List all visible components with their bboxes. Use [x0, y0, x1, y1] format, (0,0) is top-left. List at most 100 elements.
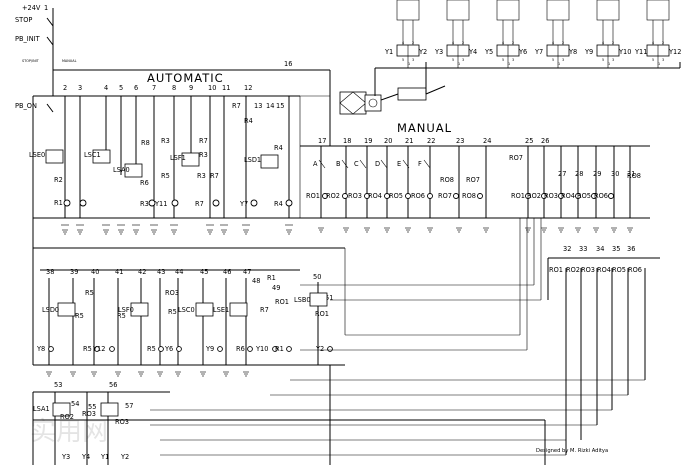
stop-button-label: STOP	[15, 16, 32, 24]
rung-label-26: 26	[541, 137, 549, 145]
rung-label-6: 6	[134, 84, 138, 92]
valve-port-2: 2	[462, 41, 464, 45]
rung-label-5: 5	[119, 84, 123, 92]
bottom-coil-9-y2: Y2	[315, 345, 324, 353]
valve-port-5: 5	[552, 58, 554, 62]
rung-label-29: 29	[593, 170, 601, 178]
main-valve	[397, 87, 427, 101]
coil-r3-label: R3	[140, 200, 149, 208]
valve-port-2: 2	[562, 41, 564, 45]
bottom-coil-0-y8: Y8	[36, 345, 45, 353]
rung-label-42: 42	[138, 268, 146, 276]
sensor-lsd0-label: LSD0	[42, 306, 59, 314]
rung-label-4: 4	[104, 84, 108, 92]
coil-r7-label: R7	[195, 200, 204, 208]
contact-r1-b: R1	[267, 274, 276, 282]
rung-label-22: 22	[427, 137, 435, 145]
rung-label-2: 2	[63, 84, 67, 92]
bottom-coil-5-y9: Y9	[205, 345, 214, 353]
manual-button-f: F	[418, 160, 422, 168]
coil-y2-label: Y2	[120, 453, 129, 461]
coil-y4-label: Y4	[81, 453, 90, 461]
contact-r7-b: R7	[210, 172, 219, 180]
contact-r6-a: R6	[140, 179, 149, 187]
valve-port-3: 3	[512, 58, 514, 62]
valve-port-4: 4	[502, 41, 504, 45]
sensor-lse0-label: LSE0	[29, 151, 45, 159]
valve-port-2: 2	[512, 41, 514, 45]
supply-node-16: 16	[284, 60, 292, 68]
contact-r3-a: R3	[161, 137, 170, 145]
contact-ro2-low: RO2	[60, 413, 74, 421]
rung-label-9: 9	[189, 84, 193, 92]
valve-port-3: 3	[412, 58, 414, 62]
rung-label-41: 41	[115, 268, 123, 276]
sensor-lsc0	[195, 302, 214, 317]
coil-r1-label: R1	[54, 199, 63, 207]
valve-port-4: 4	[602, 41, 604, 45]
rung-label-7: 7	[152, 84, 156, 92]
right-contact-ro2: RO2	[566, 266, 580, 274]
manual-contact-ro3: RO3	[544, 192, 558, 200]
valve-coil-y2: Y2	[418, 48, 427, 56]
valve-port-3: 3	[662, 58, 664, 62]
valve-coil-y4: Y4	[468, 48, 477, 56]
pb-on-label: PB_ON	[15, 102, 37, 110]
manual-coil-ro1: RO1	[306, 192, 320, 200]
right-contact-ro6: RO6	[628, 266, 642, 274]
manual-coil-ro4: RO4	[368, 192, 382, 200]
bottom-coil-3-r5: R5	[147, 345, 156, 353]
pressure-regulator	[364, 94, 382, 112]
manual-coil-ro2: RO2	[326, 192, 340, 200]
manual-coil-ro3: RO3	[348, 192, 362, 200]
contact-r5-c: R5	[75, 312, 84, 320]
coil-r4-label: R4	[274, 200, 283, 208]
valve-coil-y7: Y7	[534, 48, 543, 56]
sensor-lsa1	[52, 402, 71, 417]
rung-label-56: 56	[109, 381, 117, 389]
valve-port-1: 1	[608, 62, 610, 66]
bottom-coil-2-y12: Y12	[92, 345, 105, 353]
valve-coil-y5: Y5	[484, 48, 493, 56]
manual-coil-ro5: RO5	[389, 192, 403, 200]
sensor-lsb0-label: LSB0	[294, 296, 311, 304]
right-contact-ro3: RO3	[581, 266, 595, 274]
rung-label-15: 15	[276, 102, 284, 110]
sensor-lsc1-label: LSC1	[84, 151, 101, 159]
coil-y1-label: Y1	[100, 453, 109, 461]
contact-ro7-b: RO7	[466, 176, 480, 184]
rung-label-55: 55	[88, 403, 96, 411]
manual-contact-ro4: RO4	[561, 192, 575, 200]
manual-button-c: C	[354, 160, 359, 168]
pb-init-label: PB_INIT	[15, 35, 41, 43]
sensor-lse0	[45, 149, 64, 164]
rung-label-28: 28	[575, 170, 583, 178]
contact-r2-a: R2	[54, 176, 63, 184]
contact-r4-b: R4	[274, 144, 283, 152]
valve-port-2: 2	[612, 41, 614, 45]
valve-coil-y6: Y6	[518, 48, 527, 56]
rung-label-35: 35	[612, 245, 620, 253]
valve-port-1: 1	[458, 62, 460, 66]
valve-port-1: 1	[508, 62, 510, 66]
contact-r3-b: R3	[199, 151, 208, 159]
rung-label-21: 21	[405, 137, 413, 145]
manual-contact-ro5: RO5	[577, 192, 591, 200]
valve-coil-y9: Y9	[584, 48, 593, 56]
manual-button-d: D	[375, 160, 380, 168]
rung-label-30: 30	[611, 170, 619, 178]
contact-ro7-a: RO7	[509, 154, 523, 162]
air-filter-unit	[339, 91, 367, 115]
valve-port-5: 5	[602, 58, 604, 62]
rung-label-46: 46	[223, 268, 231, 276]
sensor-lsb1	[100, 402, 119, 417]
manual-button-e: E	[397, 160, 401, 168]
rung-label-8: 8	[172, 84, 176, 92]
rung-label-25: 25	[525, 137, 533, 145]
rung-label-18: 18	[343, 137, 351, 145]
